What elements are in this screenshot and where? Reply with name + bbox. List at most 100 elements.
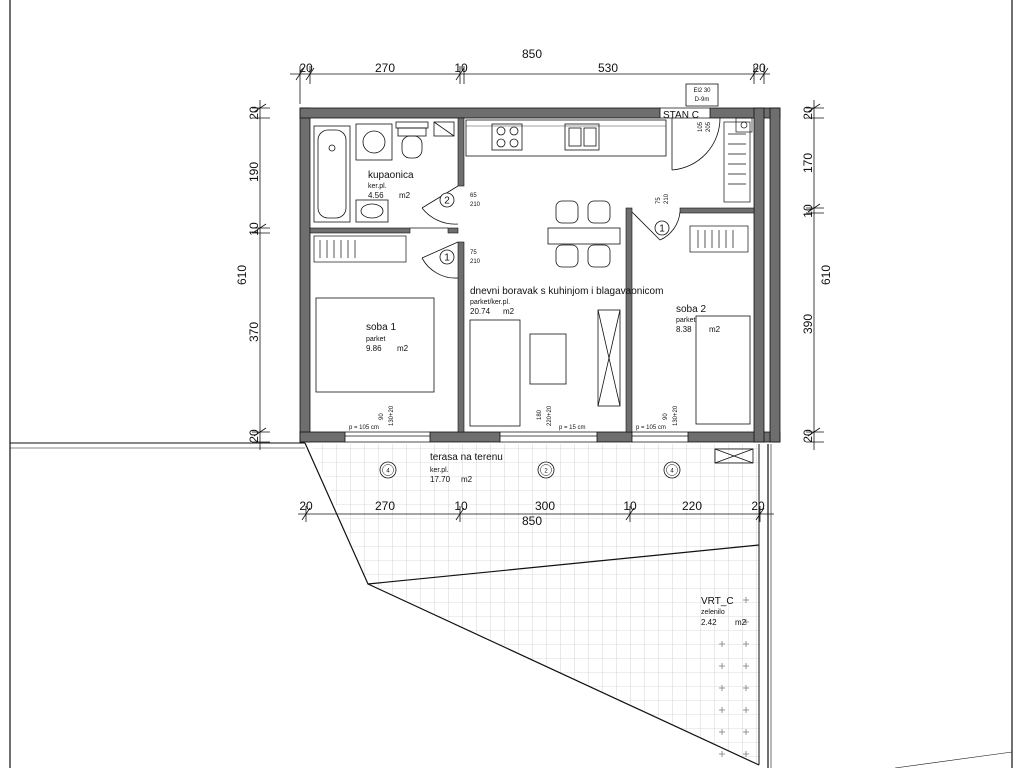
sofa bbox=[469, 319, 521, 427]
plant-marker bbox=[743, 663, 749, 669]
svg-text:20.74: 20.74 bbox=[470, 307, 491, 316]
door-tag-bathroom: 2 65 210 bbox=[439, 192, 481, 208]
svg-text:parket: parket bbox=[366, 336, 386, 343]
svg-text:m2: m2 bbox=[461, 475, 473, 484]
svg-text:75: 75 bbox=[470, 250, 477, 256]
dim-terrace-seg-3: 300 bbox=[535, 499, 555, 513]
plant-marker bbox=[743, 751, 749, 757]
dim-right-seg-4: 20 bbox=[801, 429, 815, 443]
plant-marker bbox=[719, 641, 725, 647]
dining-table bbox=[547, 200, 621, 268]
room-label-bedroom2: soba 2 parket 8.38 m2 bbox=[676, 304, 721, 334]
svg-text:ker.pl.: ker.pl. bbox=[430, 467, 449, 474]
svg-text:205: 205 bbox=[706, 121, 712, 132]
svg-text:m2: m2 bbox=[503, 307, 515, 316]
svg-text:4: 4 bbox=[670, 469, 674, 475]
dim-top-total: 850 bbox=[522, 47, 542, 61]
svg-text:p = 105 cm: p = 105 cm bbox=[349, 425, 379, 431]
dimension-right bbox=[806, 100, 824, 450]
dim-terrace-seg-5: 220 bbox=[682, 499, 702, 513]
dimension-left bbox=[252, 100, 270, 450]
svg-text:8.38: 8.38 bbox=[676, 325, 692, 334]
dim-top-seg-3: 530 bbox=[598, 61, 618, 75]
room-label-bathroom: kupaonica ker.pl. 4.56 m2 bbox=[368, 170, 414, 200]
svg-text:D-9m: D-9m bbox=[695, 97, 710, 103]
dim-terrace-seg-2: 10 bbox=[454, 499, 468, 513]
dim-terrace-seg-6: 20 bbox=[751, 499, 765, 513]
plant-marker bbox=[743, 685, 749, 691]
door-tag-bedroom2: 1 75 210 bbox=[654, 193, 670, 236]
interior-walls bbox=[309, 117, 755, 433]
dim-top-seg-2: 10 bbox=[454, 61, 468, 75]
svg-text:m2: m2 bbox=[397, 344, 409, 353]
hall-wardrobe bbox=[723, 121, 751, 203]
svg-text:ker.pl.: ker.pl. bbox=[368, 183, 387, 190]
svg-text:180: 180 bbox=[537, 409, 543, 420]
electrical-panel: El2 30 D-9m bbox=[685, 83, 719, 107]
kitchen-sink bbox=[564, 123, 600, 151]
terrace-drain bbox=[714, 448, 754, 464]
dim-terrace-seg-0: 20 bbox=[299, 499, 313, 513]
dim-top-seg-1: 270 bbox=[375, 61, 395, 75]
dim-right-seg-0: 20 bbox=[801, 106, 815, 120]
svg-text:2: 2 bbox=[444, 196, 450, 207]
svg-text:m2: m2 bbox=[735, 618, 747, 627]
stove bbox=[491, 123, 523, 151]
svg-text:El2 30: El2 30 bbox=[693, 88, 711, 94]
dim-right-total: 610 bbox=[819, 265, 833, 285]
dim-terrace-seg-4: 10 bbox=[623, 499, 637, 513]
svg-text:1: 1 bbox=[659, 224, 665, 235]
plant-marker bbox=[743, 729, 749, 735]
terrain-line bbox=[10, 442, 305, 449]
sink bbox=[355, 199, 389, 223]
wardrobe-bedroom2 bbox=[689, 225, 749, 253]
svg-text:soba 2: soba 2 bbox=[676, 304, 706, 315]
washing-machine bbox=[355, 123, 393, 161]
svg-text:1: 1 bbox=[444, 253, 450, 264]
tv-unit bbox=[597, 309, 621, 407]
dim-top-seg-4: 20 bbox=[752, 61, 766, 75]
plant-marker bbox=[719, 685, 725, 691]
svg-text:2: 2 bbox=[544, 469, 548, 475]
bed-bedroom1 bbox=[315, 297, 435, 393]
room-label-bedroom1: soba 1 parket 9.86 m2 bbox=[366, 322, 409, 353]
plant-marker bbox=[719, 751, 725, 757]
bedroom2-door bbox=[631, 211, 681, 241]
dim-left-seg-4: 20 bbox=[247, 429, 261, 443]
svg-text:210: 210 bbox=[470, 202, 481, 208]
door-tag-bedroom1: 1 75 210 bbox=[439, 249, 481, 265]
entry-door-dims: 105 205 bbox=[698, 121, 712, 132]
bedroom1-door bbox=[410, 227, 459, 279]
svg-text:2.42: 2.42 bbox=[701, 618, 717, 627]
dim-right-seg-1: 170 bbox=[801, 153, 815, 173]
garden-plants bbox=[719, 597, 749, 757]
room-label-living: dnevni boravak s kuhinjom i blagavaonico… bbox=[470, 286, 663, 316]
dim-left-total: 610 bbox=[235, 265, 249, 285]
room-label-garden: VRT_C zelenilo 2.42 m2 bbox=[701, 596, 747, 627]
svg-text:4.56: 4.56 bbox=[368, 191, 384, 200]
svg-text:210: 210 bbox=[470, 259, 481, 265]
bathroom-door bbox=[421, 185, 459, 225]
bathroom-cabinet bbox=[395, 121, 455, 137]
bathtub bbox=[313, 125, 351, 223]
svg-text:dnevni boravak s kuhinjom i bl: dnevni boravak s kuhinjom i blagavaonico… bbox=[470, 286, 663, 297]
dim-left-seg-3: 370 bbox=[247, 322, 261, 342]
svg-text:VRT_C: VRT_C bbox=[701, 596, 734, 607]
plant-marker bbox=[719, 729, 725, 735]
svg-text:130+20: 130+20 bbox=[673, 405, 679, 426]
svg-text:90: 90 bbox=[663, 413, 669, 420]
window-tag-right: 4 90 130+20 p = 105 cm bbox=[636, 405, 681, 479]
dim-right-seg-3: 390 bbox=[801, 314, 815, 334]
svg-text:65: 65 bbox=[470, 193, 477, 199]
svg-text:m2: m2 bbox=[709, 325, 721, 334]
svg-text:90: 90 bbox=[379, 413, 385, 420]
svg-text:4: 4 bbox=[386, 469, 390, 475]
kitchen-window bbox=[660, 107, 710, 119]
coffee-table bbox=[529, 333, 567, 385]
svg-text:terasa na terenu: terasa na terenu bbox=[430, 452, 503, 463]
toilet bbox=[397, 127, 427, 159]
plant-marker bbox=[719, 707, 725, 713]
window-tag-left: 4 90 130+20 p = 105 cm bbox=[349, 405, 397, 479]
window-tag-center: 2 180 220+20 p = 15 cm bbox=[537, 405, 586, 479]
